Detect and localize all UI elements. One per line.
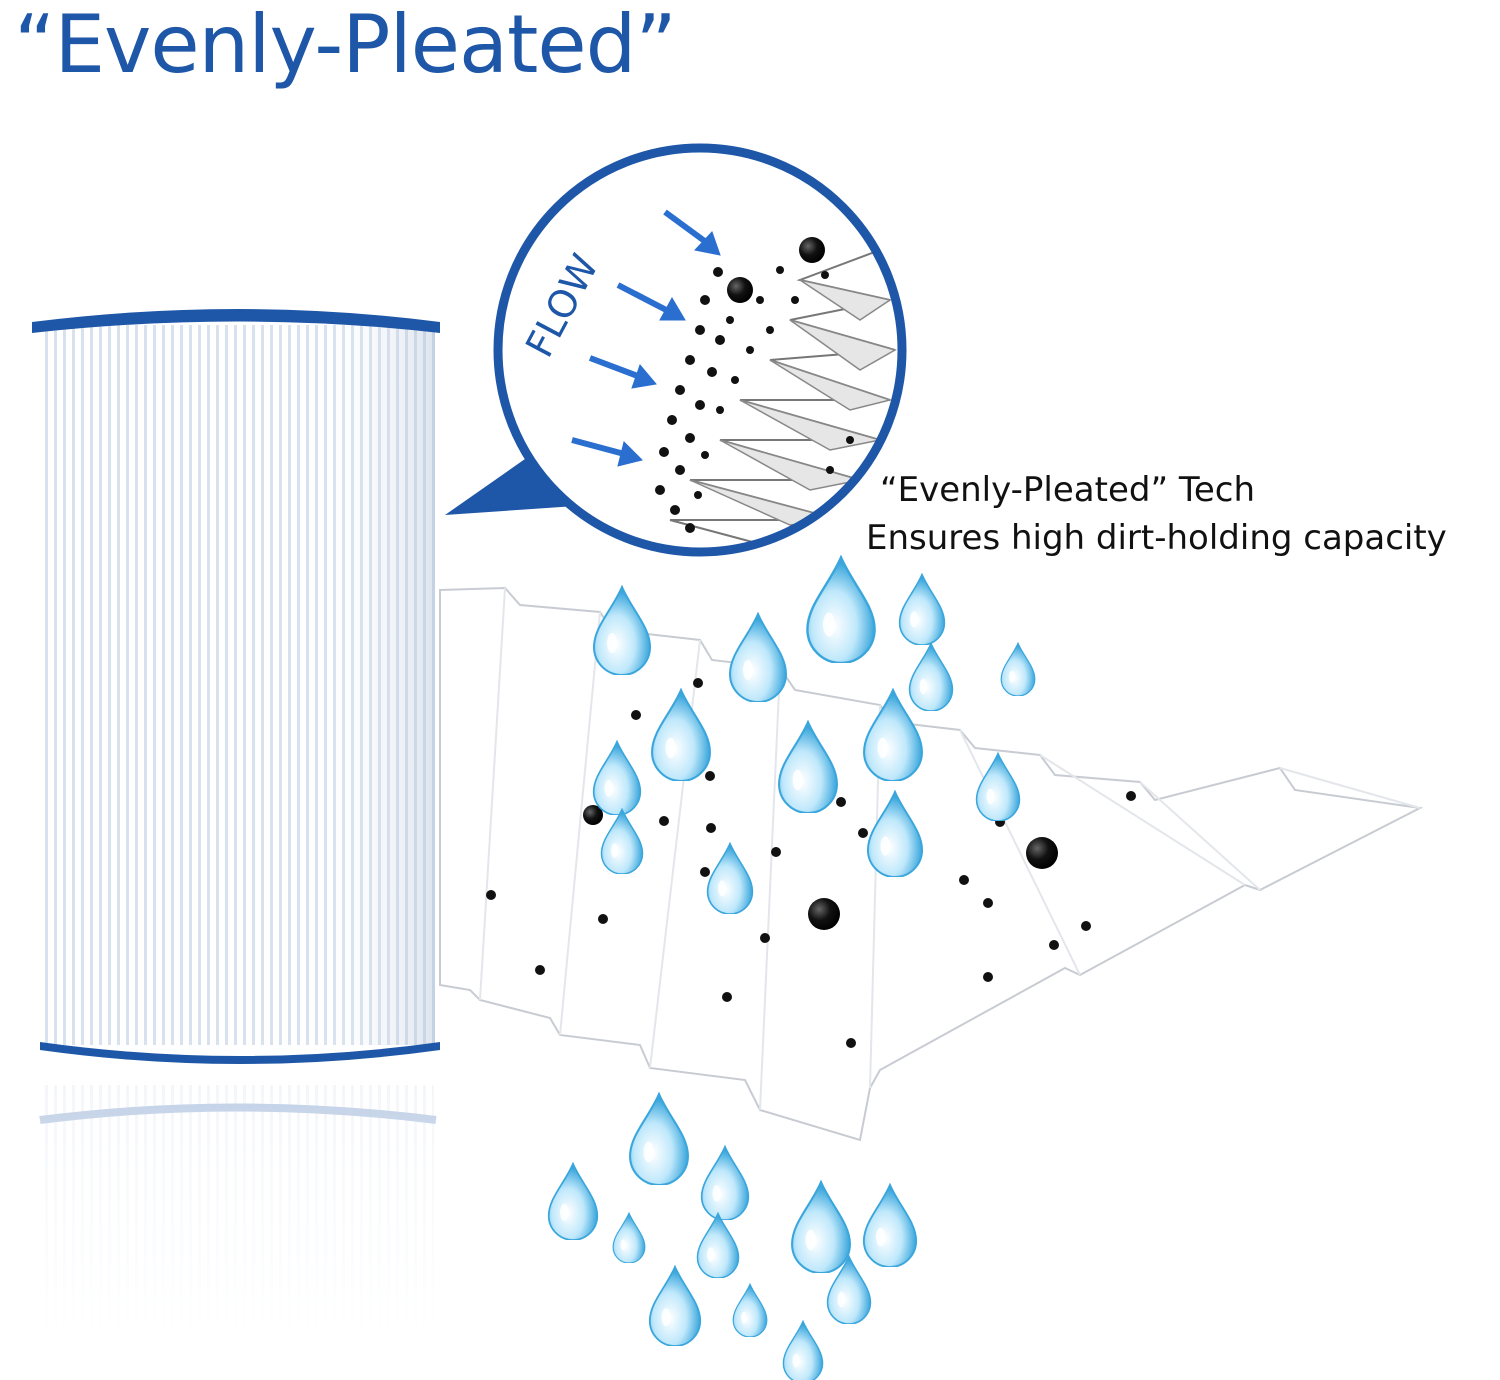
magnifier-callout-icon: FLOW <box>445 143 907 557</box>
tech-headline: “Evenly-Pleated” Tech <box>880 470 1256 510</box>
sheet-particles <box>486 678 1136 1048</box>
dirt-particle-icon <box>655 237 854 533</box>
tech-callout-text: “Evenly-Pleated” Tech Ensures high dirt-… <box>866 466 1500 562</box>
flow-arrow-icon <box>571 209 721 467</box>
filter-cartridge-icon <box>32 309 440 1340</box>
page-title: “Evenly-Pleated” <box>14 0 677 91</box>
tech-description: Ensures high dirt-holding capacity <box>866 518 1447 558</box>
